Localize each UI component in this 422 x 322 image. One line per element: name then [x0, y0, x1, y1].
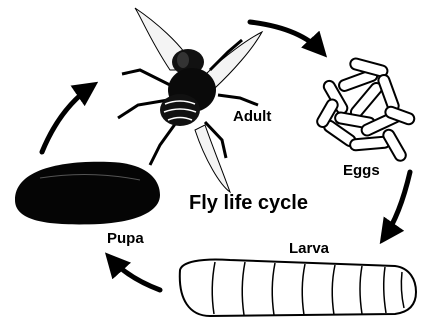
- label-adult: Adult: [233, 109, 271, 124]
- pupa-icon: [15, 162, 160, 225]
- larva-icon: [180, 259, 416, 316]
- adult-fly-icon: [118, 8, 262, 192]
- diagram-title: Fly life cycle: [189, 193, 308, 213]
- arrow-larva-to-pupa: [110, 258, 160, 290]
- arrow-pupa-to-adult: [42, 86, 92, 152]
- arrow-eggs-to-larva: [384, 172, 410, 238]
- label-eggs: Eggs: [343, 163, 380, 178]
- label-larva: Larva: [289, 241, 329, 256]
- arrow-adult-to-eggs: [250, 22, 322, 52]
- label-pupa: Pupa: [107, 231, 144, 246]
- eggs-icon: [315, 57, 416, 162]
